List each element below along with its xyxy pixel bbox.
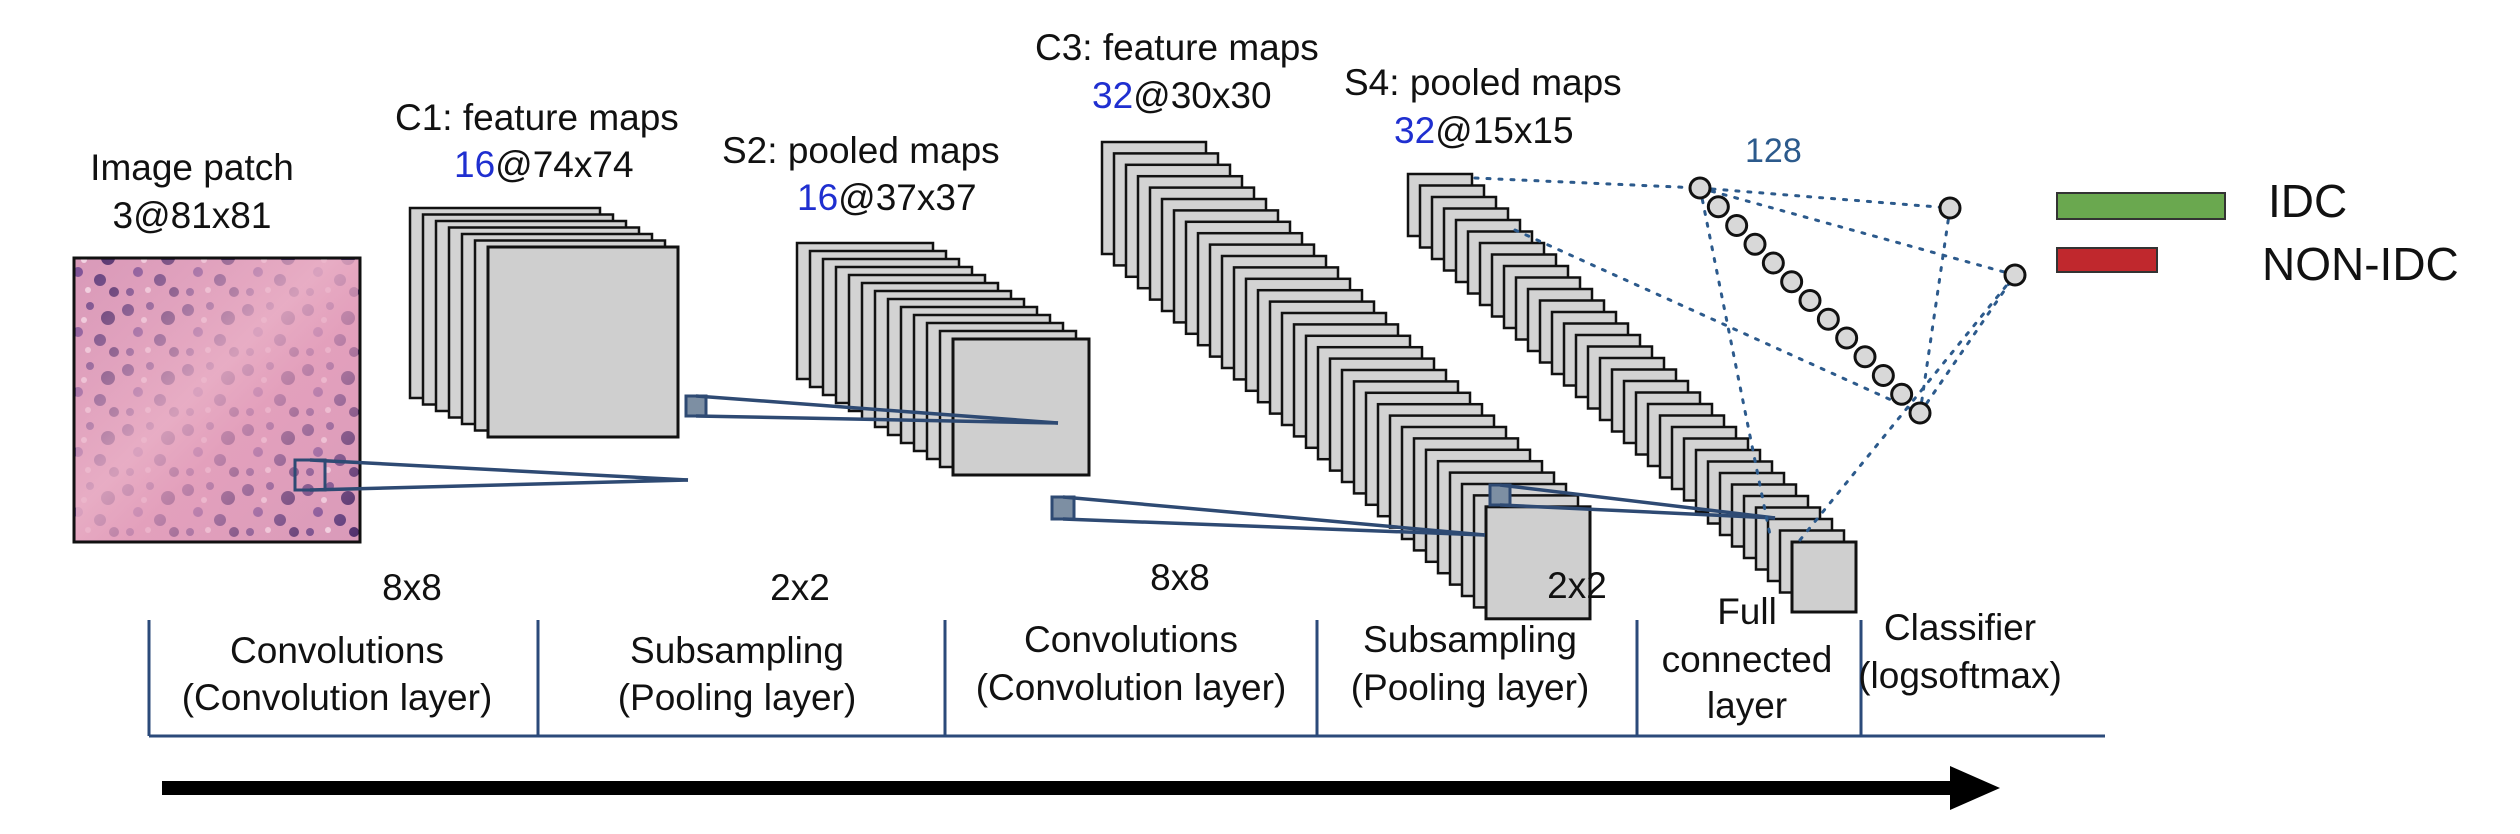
pool1-kernel-size: 2x2 (770, 567, 830, 608)
svg-text:Subsampling: Subsampling (1363, 619, 1577, 660)
fc-units-label: 128 (1745, 132, 1802, 170)
s2-kernel-window (1050, 495, 1076, 521)
c3-label: C3: feature maps 32@30x30 (1035, 27, 1319, 116)
c1-size: @74x74 (495, 144, 633, 185)
pool2-kernel-size: 2x2 (1547, 565, 1607, 606)
input-title: Image patch (90, 147, 294, 188)
non-idc-label: NON-IDC (2262, 238, 2459, 290)
svg-text:layer: layer (1707, 685, 1787, 726)
c1-feature-map-stack (408, 206, 680, 439)
class-output-idc: IDC (2056, 175, 2347, 227)
c1-label: C1: feature maps 16@74x74 (395, 97, 679, 185)
stage-conv1: Convolutions (Convolution layer) (182, 630, 493, 718)
c3-count: 32 (1092, 75, 1133, 116)
svg-text:Full: Full (1717, 591, 1777, 632)
fc-neuron (1835, 326, 1859, 350)
input-label: Image patch 3@81x81 (90, 147, 294, 236)
svg-text:Convolutions: Convolutions (230, 630, 444, 671)
non-idc-color-bar (2056, 247, 2158, 273)
fc-neuron (1780, 270, 1804, 294)
stage-pool1: Subsampling (Pooling layer) (618, 630, 857, 718)
c1-count: 16 (454, 144, 495, 185)
idc-color-bar (2056, 192, 2226, 220)
stage-classifier: Classifier (logsoftmax) (1858, 607, 2062, 696)
c3-feature-map-sheet (1484, 505, 1592, 621)
idc-label: IDC (2268, 175, 2347, 227)
c1-title: C1: feature maps (395, 97, 679, 138)
fc-connections (1473, 176, 2017, 542)
s4-label: S4: pooled maps 32@15x15 (1344, 62, 1622, 151)
fc-neuron (1743, 232, 1767, 256)
svg-text:32@30x30: 32@30x30 (1092, 75, 1272, 116)
c1-pool-window (684, 394, 708, 418)
svg-text:connected: connected (1662, 639, 1833, 680)
svg-text:Subsampling: Subsampling (630, 630, 844, 671)
output-neuron-idc (1938, 196, 1962, 220)
s2-pooled-map-sheet (951, 337, 1091, 477)
fc-neuron (1798, 289, 1822, 312)
fc-neuron (1908, 401, 1932, 425)
stage-conv2: Convolutions (Convolution layer) (976, 619, 1287, 708)
stage-pool2: Subsampling (Pooling layer) (1351, 619, 1590, 708)
conv1-kernel-size: 8x8 (382, 567, 442, 608)
input-image-patch (72, 256, 362, 544)
receptive-field-projections (293, 394, 1776, 537)
s4-count: 32 (1394, 110, 1435, 151)
s2-pooled-map-stack (795, 241, 1091, 477)
s4-title: S4: pooled maps (1344, 62, 1622, 103)
s4-size: @15x15 (1435, 110, 1573, 151)
s2-count: 16 (797, 177, 838, 218)
s4-pooled-map-sheet (1790, 540, 1858, 614)
flow-arrow (162, 766, 2000, 810)
s2-title: S2: pooled maps (722, 130, 1000, 171)
stage-full-connected: Full connected layer (1662, 591, 1833, 726)
svg-text:(logsoftmax): (logsoftmax) (1858, 655, 2062, 696)
c3-feature-map-stack (1100, 140, 1592, 621)
c3-size: @30x30 (1133, 75, 1271, 116)
fc-neuron (1725, 214, 1749, 237)
fc-neuron (1688, 176, 1712, 200)
svg-text:16@37x37: 16@37x37 (797, 177, 977, 218)
svg-text:(Convolution layer): (Convolution layer) (976, 667, 1287, 708)
output-neuron-non-idc (2003, 263, 2027, 287)
svg-text:32@15x15: 32@15x15 (1394, 110, 1574, 151)
conv2-kernel-size: 8x8 (1150, 557, 1210, 598)
c1-feature-map-sheet (486, 245, 680, 439)
class-output-non-idc: NON-IDC (2056, 238, 2459, 290)
fc-neuron (1890, 382, 1914, 406)
c3-pool-window (1488, 483, 1512, 507)
svg-text:16@74x74: 16@74x74 (454, 144, 634, 185)
stage-bracket (147, 620, 2105, 738)
fc-neuron (1816, 307, 1840, 331)
svg-text:Convolutions: Convolutions (1024, 619, 1238, 660)
fc-neuron-column (1688, 176, 1932, 425)
svg-text:(Pooling layer): (Pooling layer) (618, 677, 857, 718)
input-dims: 3@81x81 (113, 195, 272, 236)
svg-text:(Pooling layer): (Pooling layer) (1351, 667, 1590, 708)
s2-label: S2: pooled maps 16@37x37 (722, 130, 1000, 218)
fc-neuron (1853, 345, 1877, 369)
fc-neuron (1871, 364, 1895, 387)
c3-title: C3: feature maps (1035, 27, 1319, 68)
svg-text:(Convolution layer): (Convolution layer) (182, 677, 493, 718)
s2-size: @37x37 (838, 177, 976, 218)
fc-neuron (1761, 251, 1785, 275)
fc-neuron (1706, 195, 1730, 219)
svg-text:Classifier: Classifier (1884, 607, 2036, 648)
